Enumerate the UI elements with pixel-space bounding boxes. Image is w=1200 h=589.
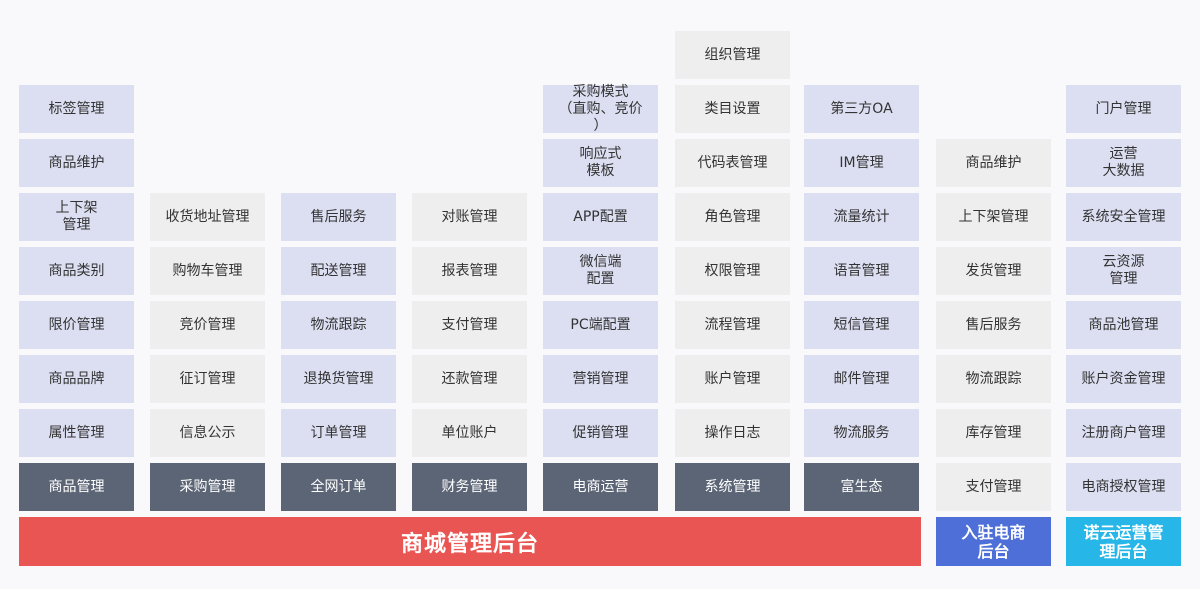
module-item: 流程管理 [675, 301, 790, 349]
module-item: 报表管理 [412, 247, 527, 295]
module-item: 购物车管理 [150, 247, 265, 295]
column-root-7: 支付管理 [936, 463, 1051, 511]
module-item: 订单管理 [281, 409, 396, 457]
column-root-3: 财务管理 [412, 463, 527, 511]
module-item: 上下架管理 [936, 193, 1051, 241]
module-item: 商品维护 [936, 139, 1051, 187]
column-root-4: 电商运营 [543, 463, 658, 511]
module-item: 属性管理 [19, 409, 134, 457]
module-item: 商品维护 [19, 139, 134, 187]
module-item: 操作日志 [675, 409, 790, 457]
module-item: 语音管理 [804, 247, 919, 295]
module-item: 权限管理 [675, 247, 790, 295]
module-item: 售后服务 [936, 301, 1051, 349]
module-item: 物流服务 [804, 409, 919, 457]
nuoyun-admin-banner: 诺云运营管 理后台 [1066, 517, 1181, 566]
module-item: 商品品牌 [19, 355, 134, 403]
module-item: 退换货管理 [281, 355, 396, 403]
module-item: 类目设置 [675, 85, 790, 133]
module-item: 商品池管理 [1066, 301, 1181, 349]
module-item: 短信管理 [804, 301, 919, 349]
module-item: 对账管理 [412, 193, 527, 241]
module-item: 物流跟踪 [936, 355, 1051, 403]
module-item: PC端配置 [543, 301, 658, 349]
module-item: 竞价管理 [150, 301, 265, 349]
module-item: 单位账户 [412, 409, 527, 457]
module-item: 组织管理 [675, 31, 790, 79]
module-item: 商品类别 [19, 247, 134, 295]
module-item: APP配置 [543, 193, 658, 241]
module-item: 信息公示 [150, 409, 265, 457]
module-item: 代码表管理 [675, 139, 790, 187]
column-root-1: 采购管理 [150, 463, 265, 511]
module-item: 物流跟踪 [281, 301, 396, 349]
mall-admin-banner: 商城管理后台 [19, 517, 921, 566]
module-item: 账户管理 [675, 355, 790, 403]
module-item: 还款管理 [412, 355, 527, 403]
module-item: 库存管理 [936, 409, 1051, 457]
module-item: 第三方OA [804, 85, 919, 133]
module-item: 注册商户管理 [1066, 409, 1181, 457]
column-root-2: 全网订单 [281, 463, 396, 511]
module-item: 响应式 模板 [543, 139, 658, 187]
module-item: 支付管理 [412, 301, 527, 349]
module-item: 角色管理 [675, 193, 790, 241]
module-item: 标签管理 [19, 85, 134, 133]
merchant-admin-banner: 入驻电商 后台 [936, 517, 1051, 566]
module-item: 收货地址管理 [150, 193, 265, 241]
module-item: IM管理 [804, 139, 919, 187]
module-item: 发货管理 [936, 247, 1051, 295]
column-root-0: 商品管理 [19, 463, 134, 511]
module-item: 售后服务 [281, 193, 396, 241]
module-item: 系统安全管理 [1066, 193, 1181, 241]
module-item: 流量统计 [804, 193, 919, 241]
column-root-8: 电商授权管理 [1066, 463, 1181, 511]
column-root-5: 系统管理 [675, 463, 790, 511]
module-item: 账户资金管理 [1066, 355, 1181, 403]
module-item: 征订管理 [150, 355, 265, 403]
module-item: 限价管理 [19, 301, 134, 349]
module-item: 上下架 管理 [19, 193, 134, 241]
module-item: 促销管理 [543, 409, 658, 457]
module-item: 门户管理 [1066, 85, 1181, 133]
module-item: 配送管理 [281, 247, 396, 295]
module-item: 运营 大数据 [1066, 139, 1181, 187]
module-item: 云资源 管理 [1066, 247, 1181, 295]
module-item: 微信端 配置 [543, 247, 658, 295]
module-item: 营销管理 [543, 355, 658, 403]
module-item: 邮件管理 [804, 355, 919, 403]
module-item: 采购模式 （直购、竞价 ） [543, 84, 658, 134]
column-root-6: 富生态 [804, 463, 919, 511]
